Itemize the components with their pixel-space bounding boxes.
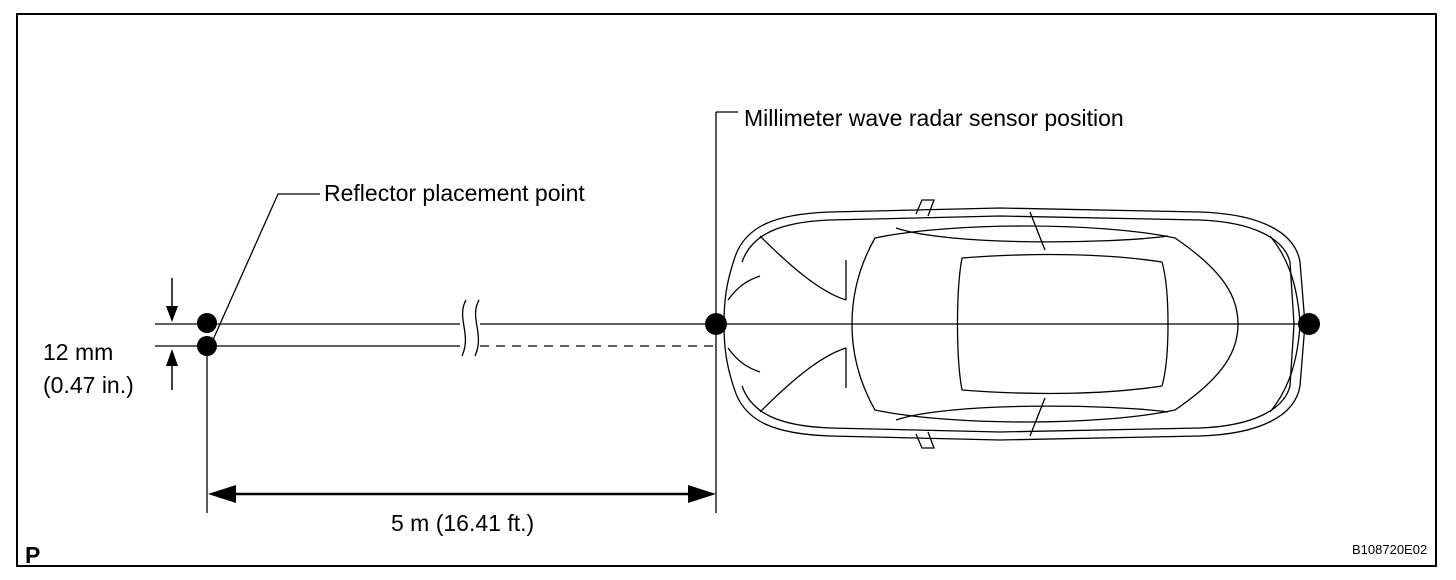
right-window-sill	[895, 405, 1169, 421]
right-mirror	[915, 431, 935, 449]
right-door-line	[1029, 397, 1046, 437]
hood-left-line	[759, 235, 847, 301]
corner-mark: P	[25, 542, 41, 568]
reflector-dot	[197, 336, 217, 356]
diagram-frame	[16, 13, 1437, 567]
reflector-leader-line	[211, 193, 320, 343]
cabin-outline	[851, 225, 1239, 423]
arrow-down-icon	[166, 306, 178, 322]
reference-lines	[155, 111, 1310, 513]
left-mirror	[915, 199, 935, 217]
hood-right-line	[759, 347, 847, 413]
figure-code: B108720E02	[1352, 542, 1428, 557]
rear-window-line	[1161, 261, 1169, 387]
break-symbol	[461, 299, 480, 357]
tail-lines	[1269, 235, 1301, 413]
car-body-outline	[723, 207, 1306, 441]
arrow-right-icon	[688, 485, 716, 503]
offset-imperial-label: (0.47 in.)	[43, 372, 134, 398]
distance-dimension	[208, 485, 716, 503]
arrow-up-icon	[166, 349, 178, 366]
distance-label: 5 m (16.41 ft.)	[391, 510, 535, 536]
rear-dot	[1298, 313, 1320, 335]
car-body-inner-line	[741, 215, 1295, 433]
left-window-sill	[895, 227, 1169, 243]
arrow-left-icon	[208, 485, 236, 503]
offset-dimension	[166, 278, 178, 390]
sensor-dot	[705, 313, 727, 335]
left-door-line	[1029, 211, 1046, 251]
headlight-lines	[727, 275, 761, 373]
reflector-point-label: Reflector placement point	[324, 180, 585, 206]
upper-reflector-dot	[197, 313, 217, 333]
sensor-position-label: Millimeter wave radar sensor position	[744, 105, 1124, 131]
car-top-view	[723, 199, 1306, 449]
points	[197, 313, 1320, 356]
roof-right-line	[961, 385, 1163, 395]
windshield-line	[956, 257, 963, 391]
roof-left-line	[961, 253, 1163, 263]
offset-metric-label: 12 mm	[43, 339, 114, 365]
